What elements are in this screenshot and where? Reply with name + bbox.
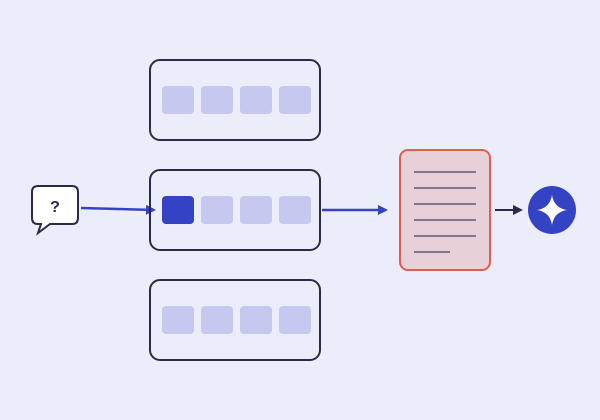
group-3-box	[149, 279, 321, 361]
slot	[240, 86, 272, 114]
document-icon	[399, 149, 491, 271]
slot	[240, 306, 272, 334]
slot	[240, 196, 272, 224]
slot	[201, 306, 233, 334]
slot	[162, 86, 194, 114]
document-lines	[414, 171, 476, 253]
slot	[279, 196, 311, 224]
slot	[201, 196, 233, 224]
group-1-box	[149, 59, 321, 141]
retrieved-document	[399, 149, 491, 271]
query-text: ?	[50, 199, 60, 216]
slot	[279, 306, 311, 334]
slot	[279, 86, 311, 114]
query-bubble: ?	[31, 185, 79, 236]
slot	[162, 306, 194, 334]
slot	[201, 86, 233, 114]
index-groups	[149, 59, 321, 361]
speech-bubble-icon	[31, 185, 79, 236]
arrow-query-to-index	[80, 204, 156, 215]
group-2-box	[149, 169, 321, 251]
sparkle-icon	[537, 195, 567, 225]
selected-slot	[162, 196, 194, 224]
output-node	[528, 186, 576, 234]
